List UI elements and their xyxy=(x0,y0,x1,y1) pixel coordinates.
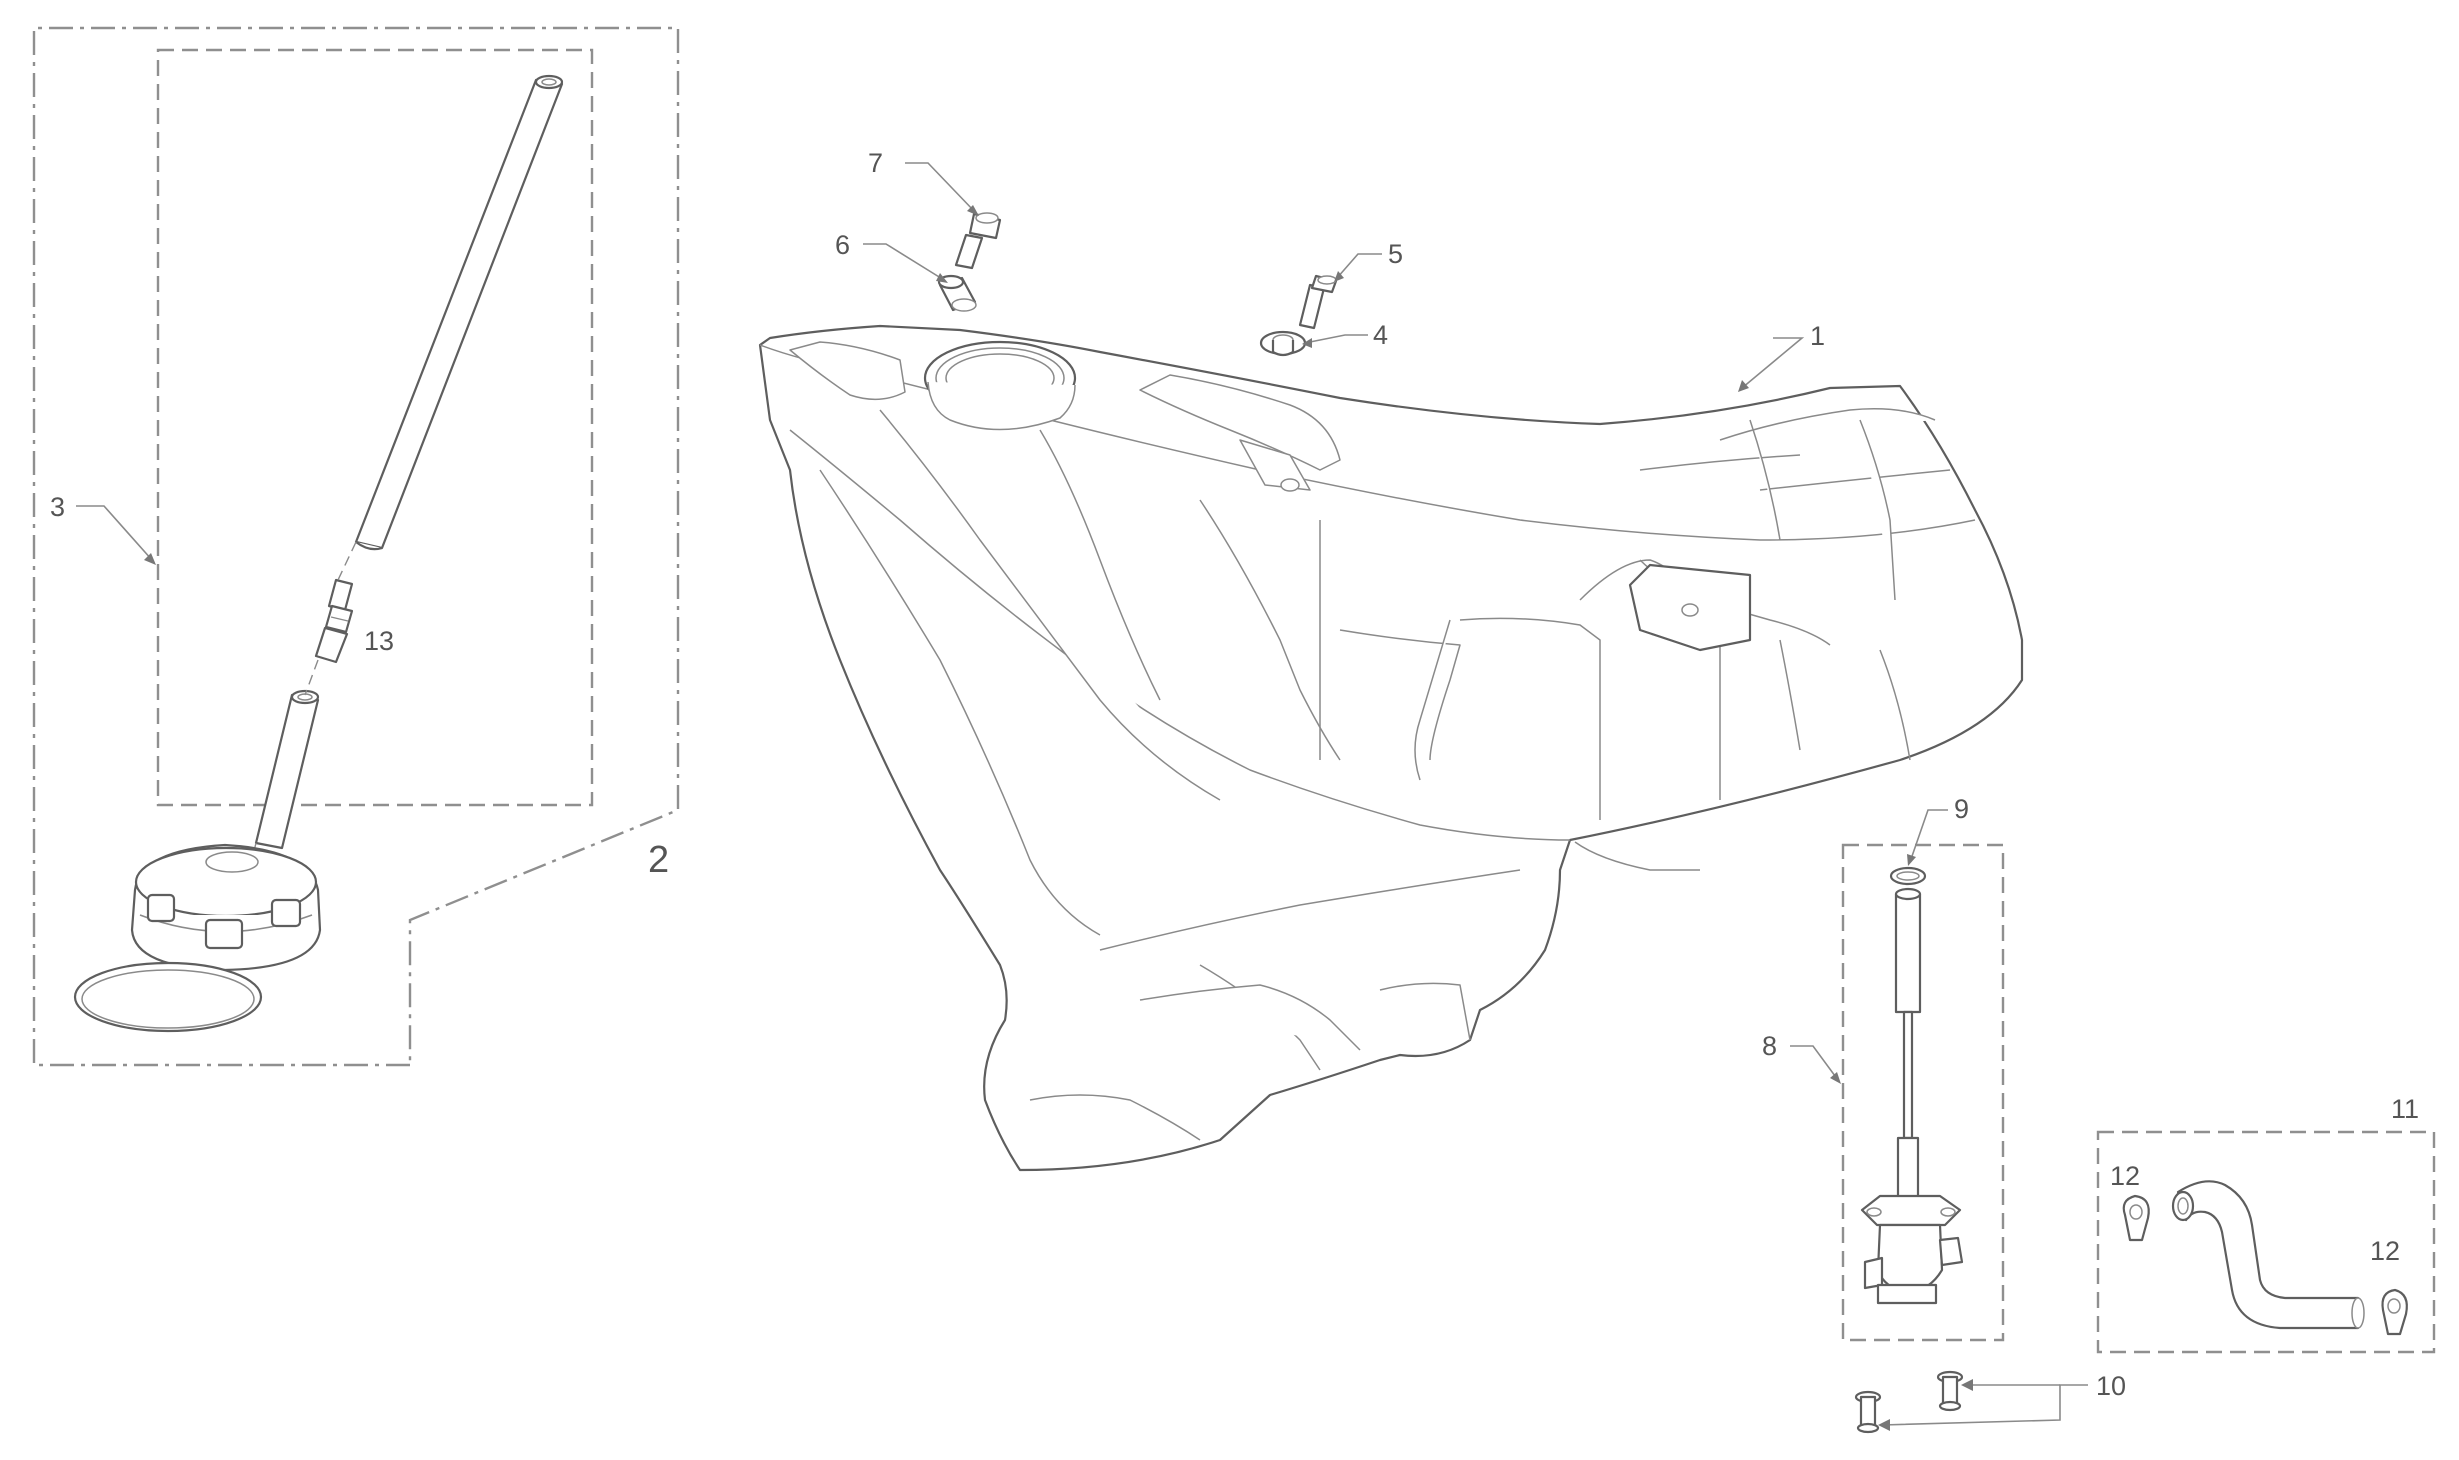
washer-4 xyxy=(1259,330,1307,357)
group-box-8 xyxy=(1841,843,2005,1342)
tube-connector xyxy=(314,578,354,664)
bolt-5 xyxy=(1298,274,1338,330)
hose-clamp-12a xyxy=(2122,1194,2150,1242)
cap-gasket xyxy=(73,961,263,1033)
group-box-3 xyxy=(156,48,594,807)
callout-8: 8 xyxy=(1762,1031,1777,1061)
callout-3: 3 xyxy=(50,492,65,522)
fuel-tank xyxy=(758,324,2024,1172)
screw-10a xyxy=(1854,1390,1882,1434)
hose-clamp-12b xyxy=(2381,1288,2408,1336)
fuel-hose xyxy=(2171,1180,2365,1330)
callout-1: 1 xyxy=(1810,321,1825,351)
callout-2: 2 xyxy=(648,839,669,881)
callout-4: 4 xyxy=(1373,320,1388,350)
fuel-cap xyxy=(130,843,322,972)
callout-13: 13 xyxy=(364,626,394,656)
callout-12-left: 12 xyxy=(2110,1161,2140,1191)
callout-10: 10 xyxy=(2096,1371,2126,1401)
group-box-2 xyxy=(32,26,680,1067)
breather-tube-long xyxy=(354,74,564,551)
callout-6: 6 xyxy=(835,230,850,260)
callout-7: 7 xyxy=(868,148,883,178)
callout-12-right: 12 xyxy=(2370,1236,2400,1266)
fuel-petcock xyxy=(1860,887,1964,1305)
o-ring-9 xyxy=(1889,866,1927,886)
callout-11: 11 xyxy=(2391,1094,2419,1124)
leader-lines xyxy=(76,162,2088,1431)
group-box-11 xyxy=(2096,1130,2436,1354)
callout-5: 5 xyxy=(1388,239,1403,269)
screw-10b xyxy=(1936,1370,1964,1412)
grommet-6 xyxy=(937,274,977,312)
callout-labels: 1 2 3 4 5 6 7 8 9 10 11 12 12 13 xyxy=(50,148,2419,1401)
bolt-7 xyxy=(954,212,1002,270)
breather-tube-short xyxy=(254,689,320,850)
callout-9: 9 xyxy=(1954,794,1969,824)
